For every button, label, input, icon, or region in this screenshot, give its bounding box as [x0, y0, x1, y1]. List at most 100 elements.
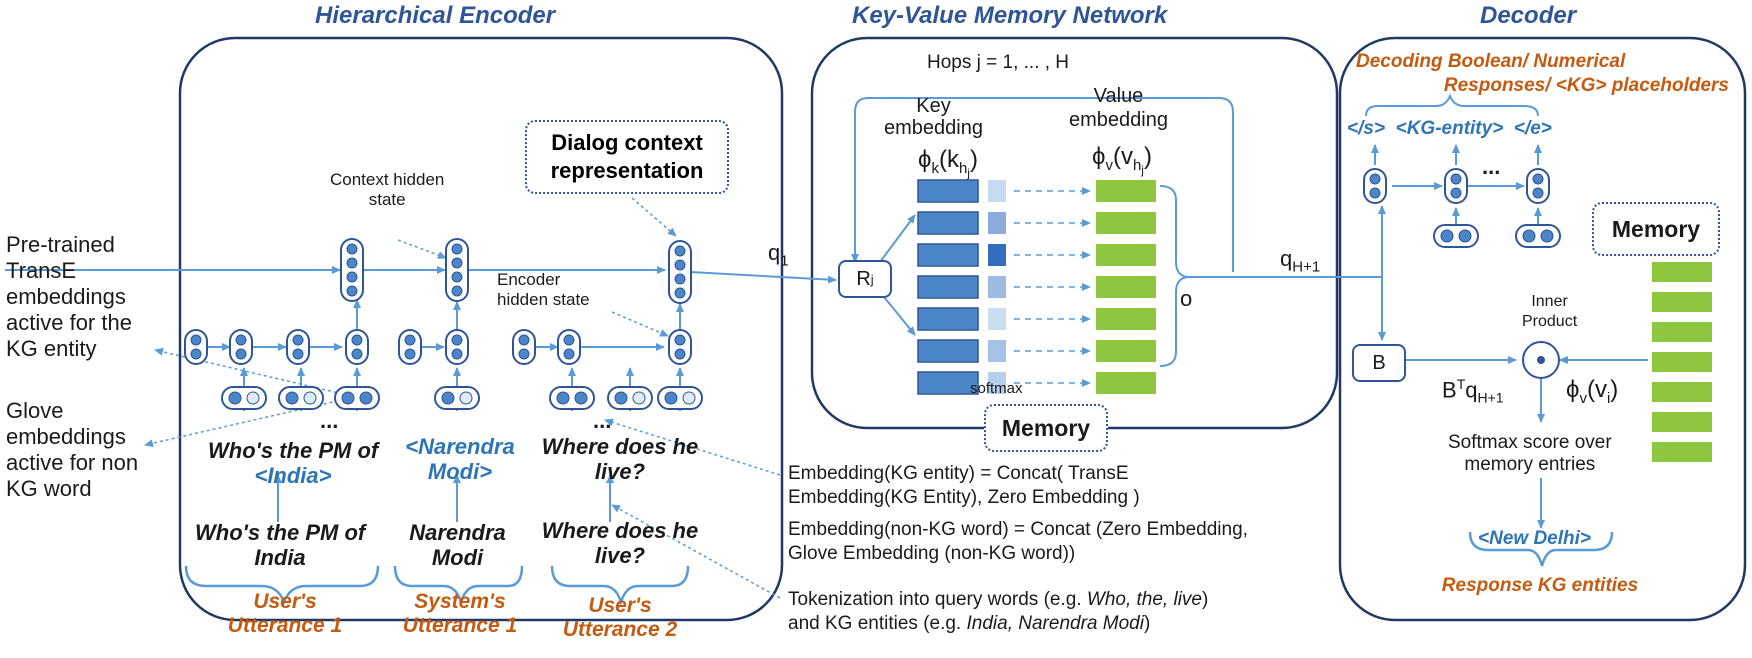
b-node: B: [1352, 344, 1406, 382]
context-cell-1-unit: [346, 271, 358, 283]
u2-rnn-cell-2-unit: [563, 334, 575, 346]
softmax-weight-cell: [988, 212, 1006, 234]
softmax-label: softmax: [970, 380, 1023, 397]
phi-vi-label: ϕv(vi): [1566, 376, 1619, 407]
u1-rnn-cell-1-unit: [190, 348, 202, 360]
u2-token-emb-3-unit: [682, 391, 696, 405]
u1-rnn-cell-3-unit: [292, 334, 304, 346]
context-cell-2-unit: [451, 257, 463, 269]
decoder-memory-entry: [1652, 382, 1712, 402]
key-slot: [917, 179, 979, 203]
dynamic-marks: [184, 168, 1712, 462]
u1-token-emb-1-unit: [246, 391, 260, 405]
u2-rnn-cell-1-unit: [518, 348, 530, 360]
context-cell-1-unit: [346, 257, 358, 269]
hops-label: Hops j = 1, ... , H: [927, 52, 1070, 73]
s1-rnn-cell-1-unit: [404, 348, 416, 360]
btq-label: BTqH+1: [1442, 376, 1504, 406]
rj-to-key-top: [879, 214, 916, 263]
dec-input-emb-2-unit: [1522, 229, 1536, 243]
decoder-memory-entry: [1652, 262, 1712, 282]
softmax-weight-cell: [988, 308, 1006, 330]
dec-rnn-cell-1-unit: [1369, 187, 1381, 199]
encoder-panel: [178, 36, 784, 622]
key-slot: [917, 275, 979, 299]
context-cell-3-unit: [674, 287, 686, 299]
decoder-panel: [1338, 36, 1747, 622]
softmax-weight-cell: [988, 276, 1006, 298]
decoder-output-tokens: </s> <KG-entity> </e>: [1347, 118, 1552, 139]
u2-token-emb-1-unit: [556, 391, 570, 405]
u1-rnn-cell-4: [345, 329, 369, 365]
encoder-title: Hierarchical Encoder: [315, 2, 556, 29]
u2-rnn-cell-1-unit: [518, 334, 530, 346]
u2-token-emb-2-unit: [614, 391, 628, 405]
u2-rnn-cell-3: [668, 329, 692, 365]
key-slot: [917, 339, 979, 363]
dec-rnn-cell-1: [1363, 168, 1387, 204]
key-slot: [917, 307, 979, 331]
brace-2: [393, 565, 524, 607]
u2-ellipsis: ...: [593, 408, 612, 433]
value-slot: [1096, 244, 1156, 266]
brace-3: [550, 565, 690, 607]
u1-rnn-cell-2-unit: [235, 348, 247, 360]
u2-token-emb-3-unit: [664, 391, 678, 405]
inner-product-dot: [1537, 356, 1545, 364]
callout-glove: [144, 397, 351, 448]
rj-to-key-bottom: [879, 291, 916, 336]
hop-loop: [851, 97, 1234, 272]
kvmn-title: Key-Value Memory Network: [852, 2, 1168, 29]
value-slot: [1096, 340, 1156, 362]
u1-token-emb-1-unit: [228, 391, 242, 405]
context-cell-2: [445, 238, 469, 302]
dec-rnn-cell-3-unit: [1532, 187, 1544, 199]
context-cell-3-unit: [674, 259, 686, 271]
decoder-memory-entry: [1652, 412, 1712, 432]
callout-embedding: [604, 418, 781, 476]
decoder-ellipsis: ...: [1482, 154, 1501, 179]
key-phi: ϕk(khj): [918, 146, 978, 180]
dec-input-emb-1-unit: [1440, 229, 1454, 243]
u2-rnn-cell-3-unit: [674, 348, 686, 360]
dec-rnn-cell-3-unit: [1532, 173, 1544, 185]
softmax-weight-cell: [988, 180, 1006, 202]
brace-1: [184, 565, 380, 606]
key-slot: [917, 243, 979, 267]
u1-rnn-cell-1-unit: [190, 334, 202, 346]
dec-input-emb-1-unit: [1458, 229, 1472, 243]
embedding-nonkg-note: Embedding(non-KG word) = Concat (Zero Em…: [788, 519, 1248, 564]
new-delhi-label: <New Delhi>: [1478, 528, 1591, 549]
softmax-weight-cell: [988, 372, 1006, 394]
response-brace: [1468, 531, 1614, 567]
qh1-label: qH+1: [1280, 246, 1321, 276]
s1-rnn-cell-2-unit: [451, 334, 463, 346]
context-cell-1-unit: [346, 285, 358, 297]
u2-rnn-cell-2: [557, 329, 581, 365]
dec-rnn-cell-2-unit: [1450, 187, 1462, 199]
decoder-top-label: Decoding Boolean/ Numerical Responses/ <…: [1356, 51, 1729, 96]
u1-rnn-cell-2: [229, 329, 253, 365]
u1-rnn-cell-1: [184, 329, 208, 365]
context-cell-3-unit: [674, 273, 686, 285]
kvmn-memory-box: Memory: [984, 404, 1108, 452]
value-slot: [1096, 180, 1156, 202]
callout-encoder-hidden: [611, 311, 669, 337]
context-cell-2-unit: [451, 271, 463, 283]
s1-rnn-cell-2-unit: [451, 348, 463, 360]
decoder-memory-entry: [1652, 322, 1712, 342]
context-cell-2-unit: [451, 285, 463, 297]
context-cell-3-unit: [674, 245, 686, 257]
context-cell-1-unit: [346, 243, 358, 255]
